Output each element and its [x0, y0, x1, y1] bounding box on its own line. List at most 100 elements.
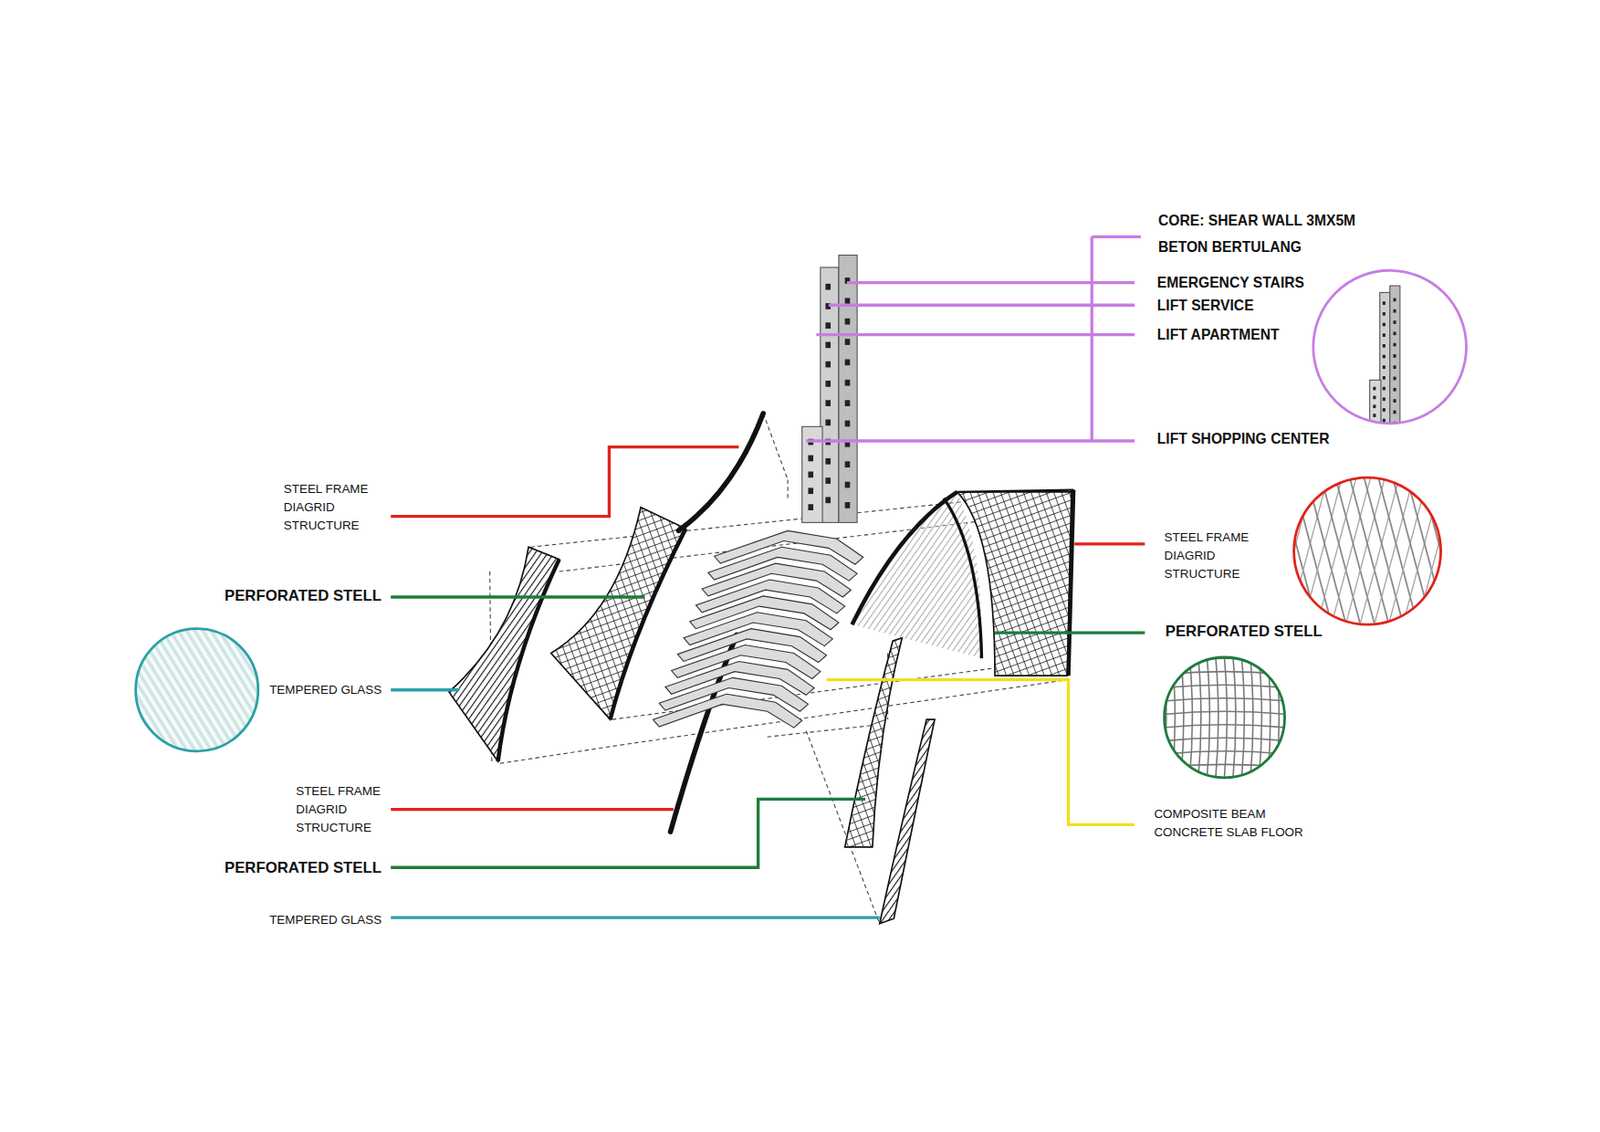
core-opening [1392, 387, 1396, 392]
diagrid-member [1459, 474, 1501, 628]
grid-member [1293, 653, 1297, 783]
leader-line [805, 439, 1135, 442]
core-opening [845, 501, 851, 509]
leader-line [390, 807, 674, 811]
core-opening [1382, 386, 1386, 391]
grid-member [1162, 763, 1287, 767]
diagrid-member [1230, 474, 1272, 628]
construction-line [787, 479, 789, 498]
glass-pane-line [62, 622, 145, 755]
core-opening [1392, 331, 1396, 335]
detail-ground [1294, 477, 1442, 625]
core-opening [1382, 407, 1386, 412]
core-opening [807, 471, 814, 479]
leader-line [390, 595, 645, 598]
grid-member [1171, 653, 1175, 783]
leader-line [390, 798, 866, 868]
perforated-strip [845, 637, 903, 848]
part-label: STEEL FRAME DIAGRID STRUCTURE [283, 479, 387, 534]
core-opening [1372, 386, 1376, 391]
core-opening [1372, 413, 1376, 418]
leader-line [1074, 542, 1145, 545]
diagrid-member [1234, 474, 1276, 628]
core-opening [825, 458, 831, 465]
leader-line [847, 281, 1135, 284]
leader-line [390, 688, 460, 691]
grid-member [1233, 653, 1236, 783]
construction-line [500, 744, 621, 764]
part-label: TEMPERED GLASS [269, 680, 382, 700]
diagrid-member [1244, 474, 1287, 628]
floor-slab [653, 693, 803, 728]
leader-line [828, 303, 1135, 307]
grid-member [1162, 724, 1287, 728]
grid-member [1162, 737, 1287, 741]
grid-member [1162, 751, 1287, 754]
part-label: STEEL FRAME DIAGRID STRUCTURE [295, 781, 398, 837]
core-opening [1392, 298, 1396, 303]
part-label: PERFORATED STELL [1165, 621, 1323, 640]
construction-line [763, 413, 788, 481]
core-opening [1392, 343, 1396, 347]
shell-edge [957, 490, 1074, 492]
leader-line [826, 679, 1136, 826]
part-label: LIFT APARTMENT [1157, 325, 1280, 345]
core-opening [825, 380, 831, 387]
part-label: LIFT SERVICE [1157, 295, 1255, 314]
core-opening [845, 359, 851, 367]
core-opening [1392, 309, 1396, 314]
core-opening [825, 342, 831, 349]
core-opening [845, 481, 851, 489]
part-label: TEMPERED GLASS [269, 909, 382, 929]
core-wall [838, 254, 858, 523]
detail-circle [135, 628, 259, 752]
glass-pane-line [59, 622, 141, 755]
core-wall [1390, 285, 1401, 433]
core-opening [807, 503, 814, 511]
detail-circle [1164, 657, 1286, 778]
grid-member [1267, 653, 1271, 783]
core-opening [1392, 398, 1396, 403]
core-opening [1382, 397, 1386, 401]
grid-member [1223, 653, 1227, 783]
detail-circle [1313, 270, 1467, 424]
core-opening [1372, 404, 1376, 408]
leader-line [1091, 235, 1141, 239]
part-label: CORE: SHEAR WALL 3MX5M BETON BERTULANG [1158, 207, 1378, 261]
part-label: LIFT SHOPPING CENTER [1157, 429, 1330, 449]
core-opening [845, 318, 851, 325]
detail-view [1313, 270, 1467, 433]
core-opening [825, 399, 831, 407]
grid-member [1162, 658, 1287, 661]
grid-member [1162, 711, 1287, 714]
core-wall [1369, 379, 1381, 433]
core-opening [1382, 418, 1386, 423]
core-opening [845, 379, 851, 387]
core-opening [1392, 320, 1396, 325]
leader-line [390, 447, 739, 517]
core-opening [1392, 410, 1396, 415]
part-label: COMPOSITE BEAM CONCRETE SLAB FLOOR [1153, 804, 1318, 841]
steel-frame [943, 498, 982, 659]
detail-ground [1164, 657, 1286, 778]
glass-pane-line [54, 622, 136, 755]
steel-frame [678, 413, 764, 532]
core-opening [1382, 333, 1386, 337]
core-opening [1382, 312, 1386, 316]
part-label: EMERGENCY STAIRS [1157, 273, 1305, 293]
core-opening [845, 460, 851, 468]
core-opening [1382, 376, 1386, 380]
core-opening [825, 322, 831, 329]
panel-edge [498, 559, 560, 762]
core-opening [807, 487, 814, 494]
glass-panel [449, 546, 560, 762]
core-opening [1392, 365, 1396, 369]
core-opening [1382, 323, 1386, 327]
detail-view [1162, 653, 1297, 783]
leader-line [815, 333, 1135, 336]
core-opening [807, 455, 814, 462]
core-opening [825, 418, 831, 426]
